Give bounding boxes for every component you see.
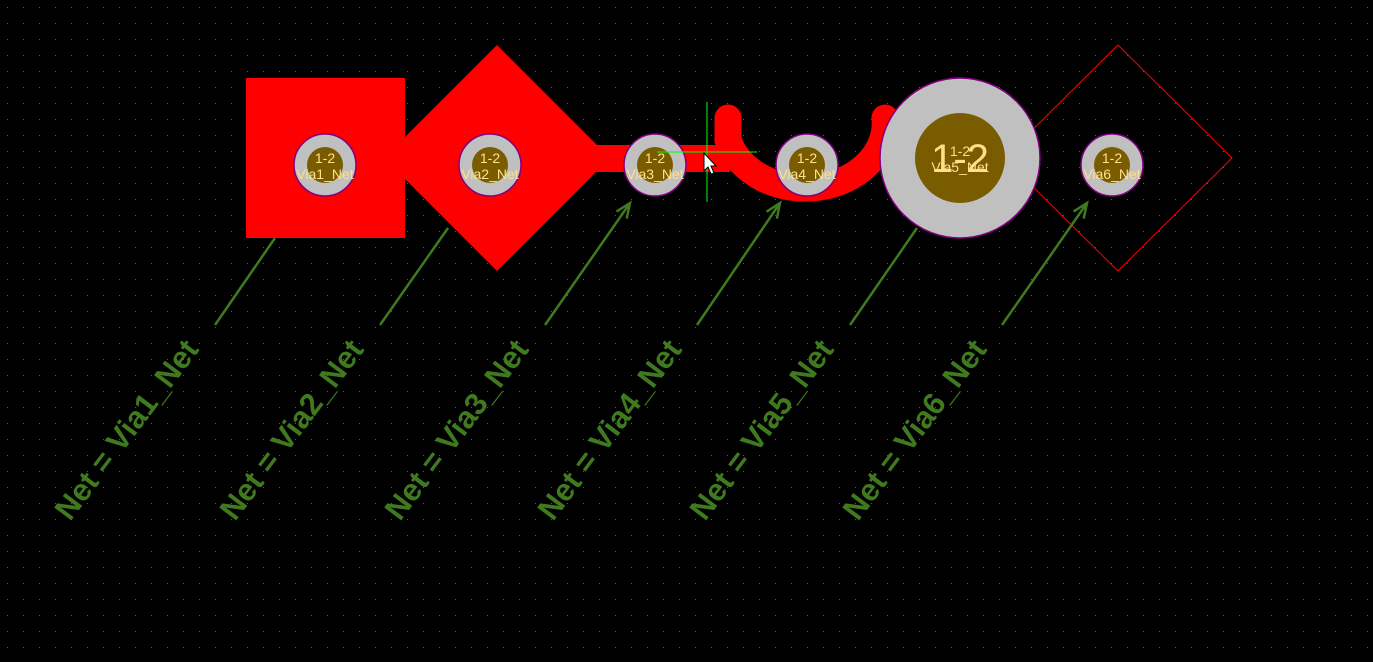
annotation-arrow xyxy=(213,237,277,326)
vias: 1-2Via1_Net1-2Via2_Net1-2Via3_Net1-2Via4… xyxy=(293,77,1144,239)
via-layers: 1-2 xyxy=(645,150,665,166)
via-net: Via1_Net xyxy=(296,166,353,182)
annotation-arrow xyxy=(848,227,919,326)
mouse-pointer-icon xyxy=(703,151,718,175)
via-hole xyxy=(307,147,343,183)
annotation-arrow xyxy=(378,227,450,326)
via-hole xyxy=(637,147,673,183)
arrowhead-icon xyxy=(615,200,632,219)
via-layers: 1-2 xyxy=(315,150,335,166)
diamond-outline[interactable] xyxy=(1003,44,1233,272)
via-net: Via4_Net xyxy=(778,166,835,182)
arrowhead-icon xyxy=(1072,200,1089,219)
via-net: Via6_Net xyxy=(1083,166,1140,182)
via-layers: 1-2 xyxy=(950,143,970,159)
via-hole xyxy=(472,147,508,183)
annotation-arrow xyxy=(695,202,782,326)
annotation-arrow xyxy=(1000,202,1089,326)
via-layers: 1-2 xyxy=(797,150,817,166)
via-hole xyxy=(915,113,1005,203)
arrowhead-icon xyxy=(765,200,782,219)
annotation-arrows xyxy=(213,200,1089,326)
via-hole xyxy=(789,147,825,183)
via-hole xyxy=(1094,147,1130,183)
via-layer-large: 1-2 xyxy=(931,137,989,181)
via-layers: 1-2 xyxy=(1102,150,1122,166)
via-net: Via3_Net xyxy=(626,166,683,182)
crosshair-cursor xyxy=(657,102,757,202)
annotation-arrow xyxy=(543,202,632,326)
via-net: Via2_Net xyxy=(461,166,518,182)
via-net: Via5_Net xyxy=(931,159,988,175)
via-layers: 1-2 xyxy=(480,150,500,166)
